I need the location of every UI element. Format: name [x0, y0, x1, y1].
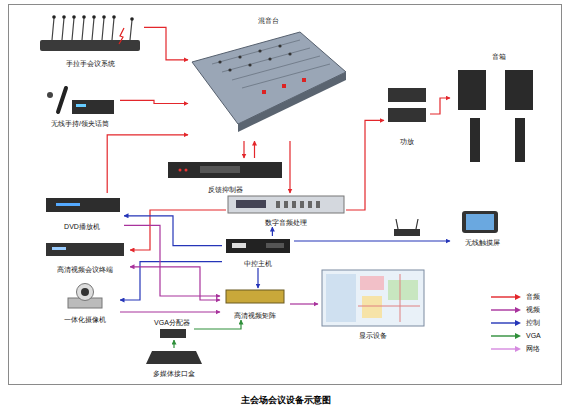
signal-connector [289, 141, 290, 193]
control-host [226, 239, 290, 253]
device-node: 功放 [384, 82, 430, 146]
legend-row: 网络 [490, 342, 541, 355]
legend-swatch [491, 294, 521, 300]
figure-caption: 主会场会议设备示意图 [0, 394, 571, 406]
legend: 音频视频控制 VGA 网络 [490, 290, 541, 355]
legend-swatch-box [490, 306, 522, 314]
vga-splitter [160, 329, 186, 338]
legend-text: 音频 [526, 292, 540, 301]
device-node: 无线手持/领夹话筒 [40, 82, 120, 128]
signal-connector [257, 268, 258, 288]
signal-connector [124, 216, 222, 246]
legend-swatch [491, 346, 521, 352]
device-label: 多媒体接口盒 [153, 369, 195, 378]
device-label: 一体化摄像机 [64, 315, 106, 324]
legend-row: 控制 [490, 316, 541, 329]
legend-swatch [491, 333, 521, 339]
device-label: 功放 [400, 137, 414, 146]
device-node: 音箱 [450, 52, 548, 167]
device-node: VGA分配器 [150, 318, 194, 340]
legend-swatch-box [490, 293, 522, 301]
device-label: DVD播放机 [64, 222, 100, 231]
signal-connector [272, 227, 273, 236]
signal-connector [294, 240, 450, 241]
legend-swatch-box [490, 345, 522, 353]
device-node: 高清视频矩阵 [220, 288, 290, 320]
audio-processor [228, 196, 344, 213]
wireless-mic [47, 88, 114, 114]
legend-swatch [491, 307, 521, 313]
video-matrix [226, 290, 284, 303]
video-terminal [46, 243, 124, 256]
signal-connector [124, 225, 220, 296]
device-label: 高清视频矩阵 [234, 311, 276, 320]
signal-connector [107, 135, 188, 193]
device-label: 音箱 [492, 52, 506, 61]
device-node: 多媒体接口盒 [140, 348, 208, 378]
frame [9, 5, 562, 385]
legend-text: 网络 [526, 344, 540, 353]
dvd-player [46, 198, 120, 212]
device-node: 中控主机 [222, 236, 294, 268]
legend-swatch-box [490, 319, 522, 327]
device-node: 反馈抑制器 [166, 158, 284, 194]
signal-connector [120, 262, 222, 300]
signal-connector [194, 320, 241, 329]
device-node: 数字音频处理 [226, 193, 346, 227]
legend-row: VGA [490, 329, 541, 342]
device-label: VGA分配器 [154, 318, 190, 327]
touch-screen [462, 211, 498, 233]
device-label: 数字音频处理 [265, 218, 307, 227]
mixer [192, 32, 346, 132]
legend-swatch [491, 320, 521, 326]
device-node: 无线触摸屏 [450, 207, 514, 247]
device-label: 显示设备 [359, 331, 387, 340]
device-node: DVD播放机 [40, 193, 124, 231]
signal-connector [120, 100, 188, 103]
speakers [458, 70, 533, 162]
legend-swatch-box [490, 332, 522, 340]
device-node: 混音台 [188, 16, 348, 141]
device-label: 高清视频会议终端 [57, 265, 113, 274]
feedback-suppressor [168, 162, 282, 178]
signal-connector [130, 267, 220, 300]
device-node: 手拉手会议系统 [36, 10, 144, 68]
legend-text: 视频 [526, 305, 540, 314]
device-node: 一体化摄像机 [50, 280, 120, 324]
device-label: 手拉手会议系统 [66, 59, 115, 68]
signal-connector [254, 141, 255, 158]
device-label: 中控主机 [244, 259, 272, 268]
signal-connector [243, 141, 244, 158]
signal-connector [430, 98, 450, 114]
amplifier [388, 88, 426, 122]
device-label: 无线触摸屏 [465, 238, 500, 247]
camera [68, 284, 102, 309]
device-node: 显示设备 [318, 268, 428, 340]
signal-connector [144, 27, 188, 59]
signal-connector [173, 340, 174, 348]
device-label: 无线手持/领夹话筒 [51, 119, 109, 128]
router [394, 219, 420, 236]
signal-connector [290, 303, 318, 304]
legend-row: 视频 [490, 303, 541, 316]
device-label: 混音台 [258, 16, 279, 25]
legend-text: 控制 [526, 318, 540, 327]
device-node: 高清视频会议终端 [40, 238, 130, 274]
mic-system [40, 15, 140, 51]
signal-connector [346, 120, 384, 210]
signal-connector [120, 311, 220, 312]
legend-text: VGA [526, 331, 541, 340]
legend-row: 音频 [490, 290, 541, 303]
device-label: 反馈抑制器 [208, 185, 243, 194]
display [322, 270, 424, 326]
interface-box [146, 351, 202, 364]
